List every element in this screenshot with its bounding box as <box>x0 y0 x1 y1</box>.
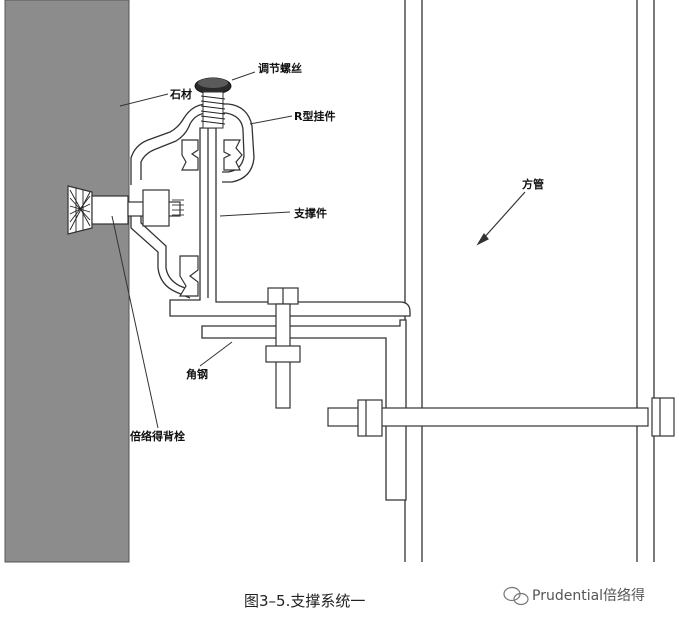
label-support: 支撑件 <box>293 206 327 220</box>
wechat-icon <box>503 586 529 606</box>
square-tube-arrow <box>476 191 526 246</box>
label-r-hanger: R型挂件 <box>294 109 335 123</box>
clip-profiles <box>178 139 243 297</box>
label-angle-steel: 角钢 <box>186 367 208 381</box>
watermark: Prudential倍络得 <box>503 586 645 606</box>
label-square-tube: 方管 <box>522 177 544 191</box>
leader-lines <box>111 71 293 429</box>
label-adjust-screw: 调节螺丝 <box>258 61 302 75</box>
back-bolt-anchor <box>67 185 184 235</box>
stone-panel <box>4 0 130 563</box>
r-hanger <box>130 103 255 299</box>
vertical-bolt <box>265 287 301 409</box>
label-anchor: 倍络得背栓 <box>130 429 185 443</box>
adjusting-screw <box>194 77 232 129</box>
support-piece <box>169 127 411 317</box>
figure-caption: 图3–5.支撑系统一 <box>244 592 365 610</box>
angle-steel <box>201 319 407 501</box>
horizontal-bolt <box>327 397 675 437</box>
label-stone: 石材 <box>169 87 192 101</box>
watermark-text: Prudential倍络得 <box>532 587 645 604</box>
square-tube <box>404 0 655 562</box>
